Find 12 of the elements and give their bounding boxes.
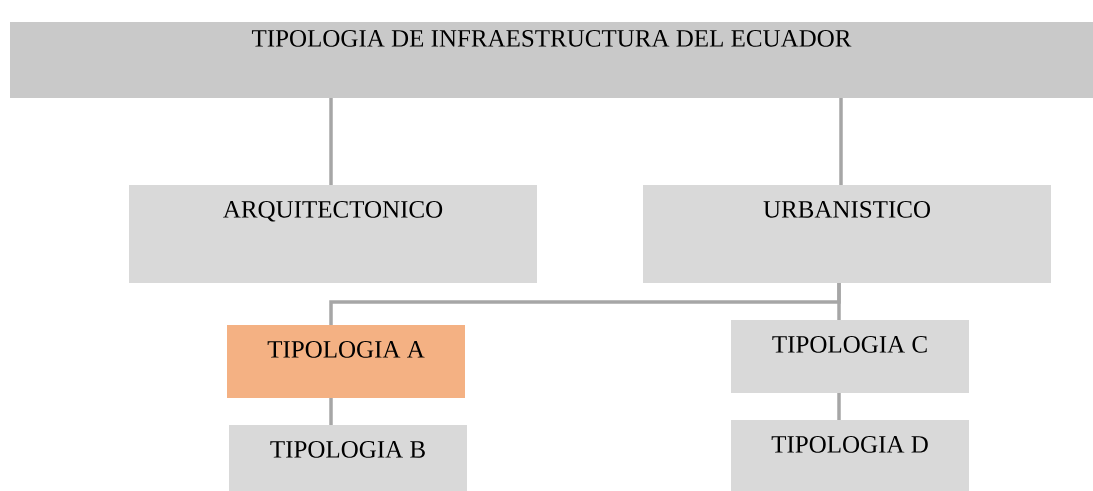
connector-line — [837, 283, 841, 320]
box: TIPOLOGIA C — [731, 320, 969, 393]
box: TIPOLOGIA A — [227, 325, 465, 398]
connector-line — [839, 98, 843, 185]
connector-line — [837, 393, 841, 420]
box: URBANISTICO — [643, 185, 1051, 283]
box: TIPOLOGIA D — [731, 420, 969, 491]
box: ARQUITECTONICO — [129, 185, 537, 283]
box: TIPOLOGIA B — [229, 425, 467, 491]
connector-line — [329, 398, 333, 425]
connector-line — [329, 98, 333, 185]
box: TIPOLOGIA DE INFRAESTRUCTURA DEL ECUADOR — [10, 22, 1093, 98]
